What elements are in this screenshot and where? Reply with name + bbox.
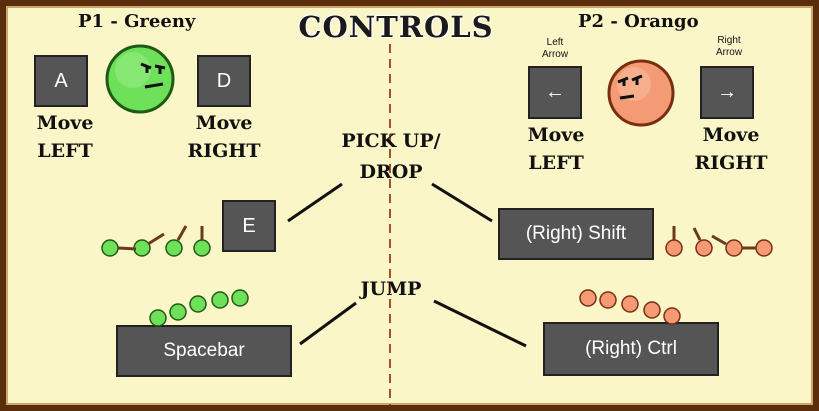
p2-right-hint-line2: Arrow xyxy=(715,47,743,58)
page-title: CONTROLS xyxy=(298,10,494,44)
p2-left-hint-line2: Arrow xyxy=(541,49,569,60)
p1-move-left-line1: Move xyxy=(36,112,94,134)
p1-move-left-line2: LEFT xyxy=(37,140,93,162)
jump-action-label: JUMP xyxy=(360,278,422,300)
p1-move-right-line2: RIGHT xyxy=(187,140,261,162)
left-arrow-icon: ← xyxy=(545,81,565,103)
pickup-line-left xyxy=(287,182,343,223)
divider-and-connectors xyxy=(287,44,527,405)
greeny-jump-sequence-icon xyxy=(149,289,249,327)
p2-move-left-label: Move LEFT xyxy=(510,121,602,177)
p1-left-key-label: A xyxy=(54,69,68,92)
p1-left-key: A xyxy=(34,55,88,107)
p2-name: P2 - Orango xyxy=(578,11,699,32)
jump-line-right xyxy=(433,299,527,348)
pickup-action-label: PICK UP/ DROP xyxy=(316,126,466,188)
orango-pickup-sequence-icon xyxy=(665,226,773,257)
p2-left-hint: Left Arrow xyxy=(529,37,581,61)
orango-jump-sequence-icon xyxy=(579,289,681,325)
orango-face-icon xyxy=(607,59,675,127)
jump-line-left xyxy=(299,301,357,346)
p2-jump-key: (Right) Ctrl xyxy=(543,322,719,376)
greeny-face-icon xyxy=(105,44,175,114)
p2-jump-key-label: (Right) Ctrl xyxy=(585,338,677,359)
p1-jump-key: Spacebar xyxy=(116,325,292,377)
p2-right-hint: Right Arrow xyxy=(703,35,755,59)
pickup-line2: DROP xyxy=(359,161,423,183)
p1-move-right-label: Move RIGHT xyxy=(176,109,272,165)
p1-pickup-key-label: E xyxy=(242,214,256,237)
p2-pickup-key-label: (Right) Shift xyxy=(525,223,627,244)
p2-move-right-line2: RIGHT xyxy=(694,152,768,174)
p2-right-hint-line1: Right xyxy=(717,35,741,46)
p2-move-left-line1: Move xyxy=(527,124,585,146)
p2-right-arrow-key: → xyxy=(700,66,754,119)
p2-left-arrow-key: ← xyxy=(528,66,582,119)
p1-move-left-label: Move LEFT xyxy=(20,109,110,165)
p1-right-key: D xyxy=(197,55,251,107)
greeny-pickup-sequence-icon xyxy=(101,225,211,257)
p1-move-right-line1: Move xyxy=(195,112,253,134)
p2-left-hint-line1: Left xyxy=(546,37,564,48)
p1-name: P1 - Greeny xyxy=(78,11,196,32)
p2-move-right-label: Move RIGHT xyxy=(680,121,782,177)
p2-move-right-line1: Move xyxy=(702,124,760,146)
right-arrow-icon: → xyxy=(717,81,737,103)
p1-right-key-label: D xyxy=(216,69,232,92)
pickup-line-right xyxy=(431,182,493,223)
p1-jump-key-label: Spacebar xyxy=(163,340,245,361)
p1-pickup-key: E xyxy=(222,200,276,252)
p2-move-left-line2: LEFT xyxy=(528,152,584,174)
p2-pickup-key: (Right) Shift xyxy=(498,208,654,260)
pickup-line1: PICK UP/ xyxy=(341,130,441,152)
